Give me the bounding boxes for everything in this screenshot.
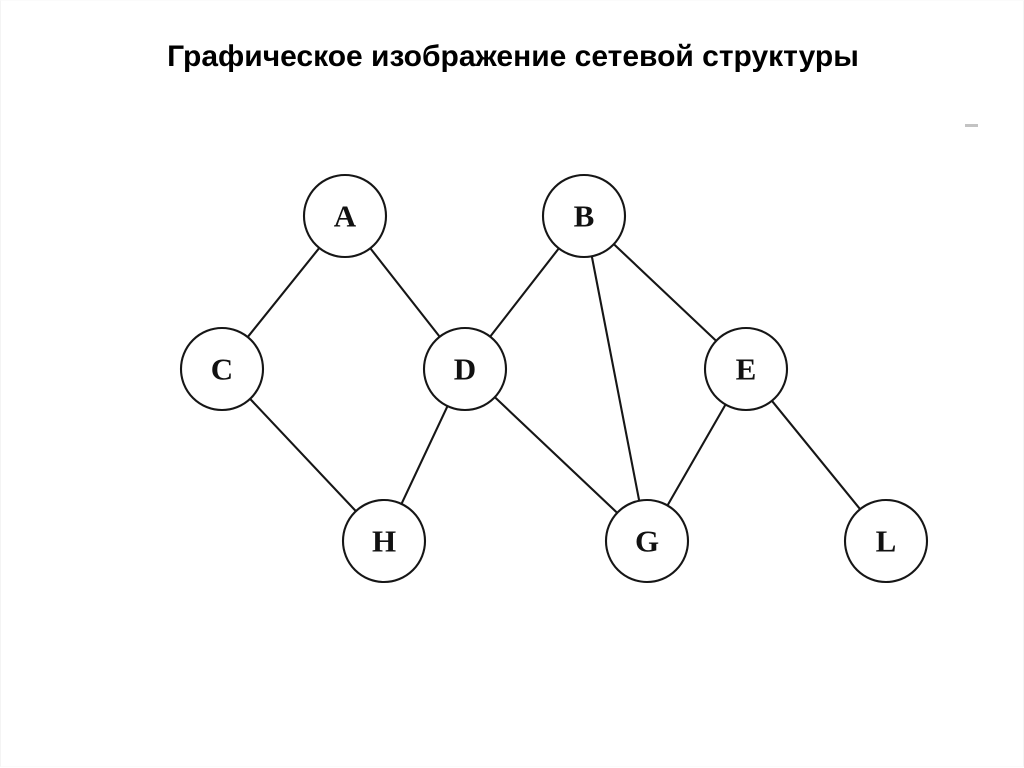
graph-node-e[interactable]: E [703,326,789,412]
node-label-d: D [454,352,476,387]
graph-node-d[interactable]: D [422,326,508,412]
node-label-e: E [736,352,757,387]
graph-edge-a-c [246,246,321,339]
node-layer: A B C D E H G L [179,173,929,584]
graph-node-a[interactable]: A [302,173,388,259]
graph-edge-d-b [489,247,560,338]
page-title: Графическое изображение сетевой структур… [167,40,859,73]
node-label-c: C [211,352,233,387]
node-circle-d [422,326,508,412]
graph-edge-b-g [590,255,641,502]
graph-edge-c-h [249,397,357,513]
node-label-h: H [372,524,396,559]
node-label-a: A [334,199,357,234]
graph-node-h[interactable]: H [341,498,427,584]
node-label-g: G [635,524,659,559]
node-circle-a [302,173,388,259]
node-circle-b [541,173,627,259]
graph-node-b[interactable]: B [541,173,627,259]
stray-dash-mark [965,124,978,127]
graph-edge-d-h [400,405,449,505]
node-circle-l [843,498,929,584]
graph-node-g[interactable]: G [604,498,690,584]
node-circle-g [604,498,690,584]
graph-edge-e-l [770,399,862,511]
node-label-b: B [574,199,595,234]
graph-edge-a-d [369,247,441,338]
graph-edge-e-g [666,403,727,507]
node-circle-h [341,498,427,584]
node-circle-c [179,326,265,412]
graph-node-l[interactable]: L [843,498,929,584]
node-circle-e [703,326,789,412]
graph-edge-d-g [493,396,619,514]
graph-node-c[interactable]: C [179,326,265,412]
edge-layer [246,243,862,514]
node-label-l: L [876,524,897,559]
graph-edge-b-e [612,243,718,342]
